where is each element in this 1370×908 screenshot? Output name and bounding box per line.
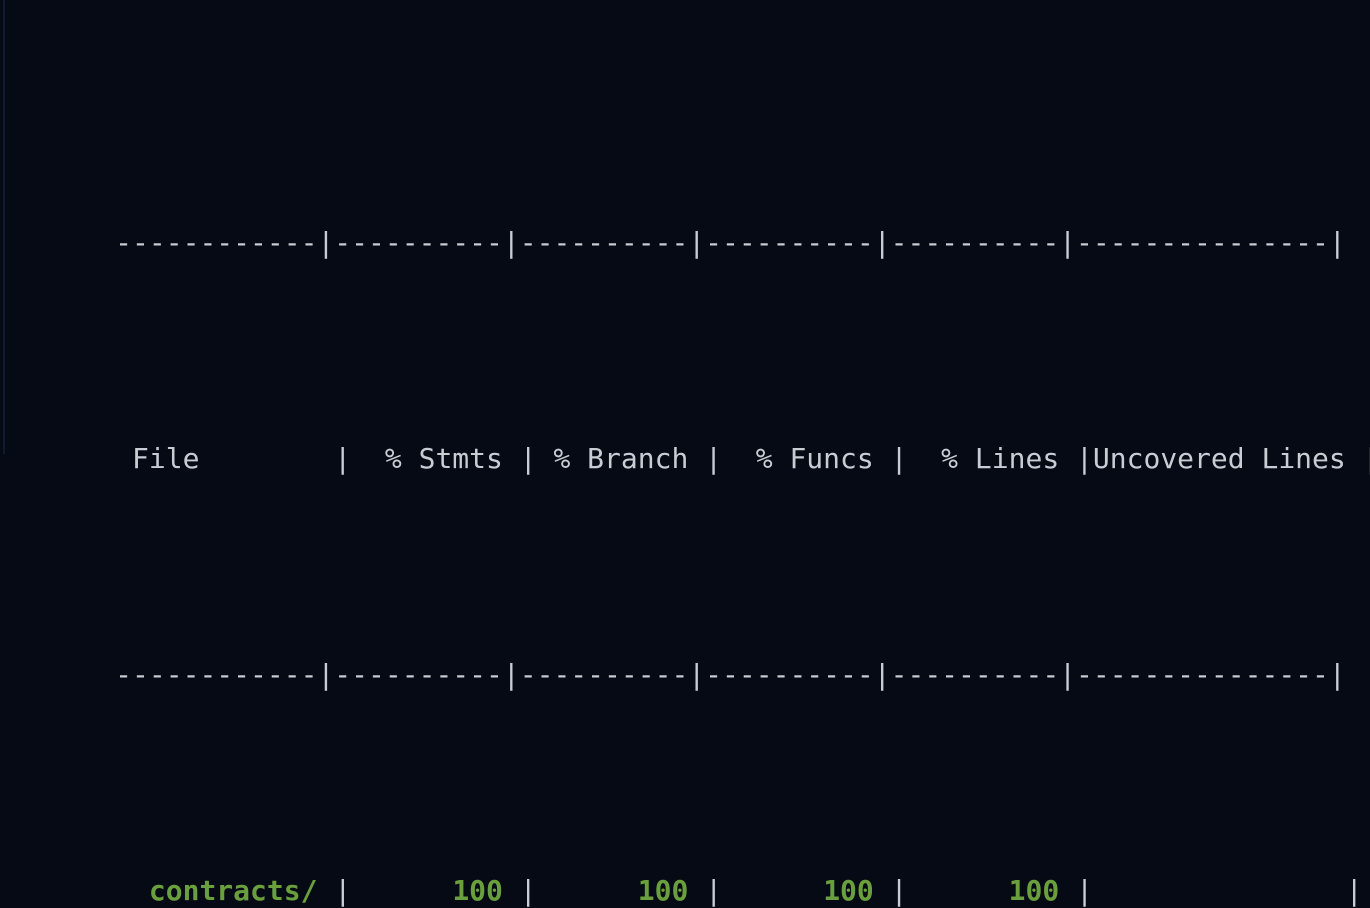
column-divider: | — [519, 874, 537, 907]
rule-line: ------------|----------|----------|-----… — [115, 226, 1346, 259]
cell-uncovered-lines — [1093, 874, 1346, 907]
column-divider: | — [1076, 874, 1093, 907]
table-rule-under-header: ------------|----------|----------|-----… — [14, 594, 1370, 691]
rule-line: ------------|----------|----------|-----… — [115, 658, 1346, 691]
cell-branch: 100 — [536, 874, 706, 907]
table-header-text: File | % Stmts | % Branch | % Funcs | % … — [115, 442, 1370, 475]
terminal-left-accent-bar — [3, 0, 5, 454]
column-divider: | — [890, 874, 908, 907]
table-row: contracts/ | 100 | 100 | 100 | 100 | | — [14, 810, 1370, 907]
cell-lines: 100 — [907, 874, 1077, 907]
table-header-row: File | % Stmts | % Branch | % Funcs | % … — [14, 378, 1370, 475]
cell-stmts: 100 — [351, 874, 520, 907]
cell-file-name: contracts/ — [115, 874, 335, 907]
column-divider: | — [1345, 874, 1363, 907]
terminal-window: ------------|----------|----------|-----… — [3, 0, 1370, 907]
column-divider: | — [334, 874, 352, 907]
cell-funcs: 100 — [722, 874, 891, 907]
table-rule-top: ------------|----------|----------|-----… — [14, 162, 1370, 259]
coverage-report-table: ------------|----------|----------|-----… — [14, 0, 1370, 908]
column-divider: | — [705, 874, 723, 907]
